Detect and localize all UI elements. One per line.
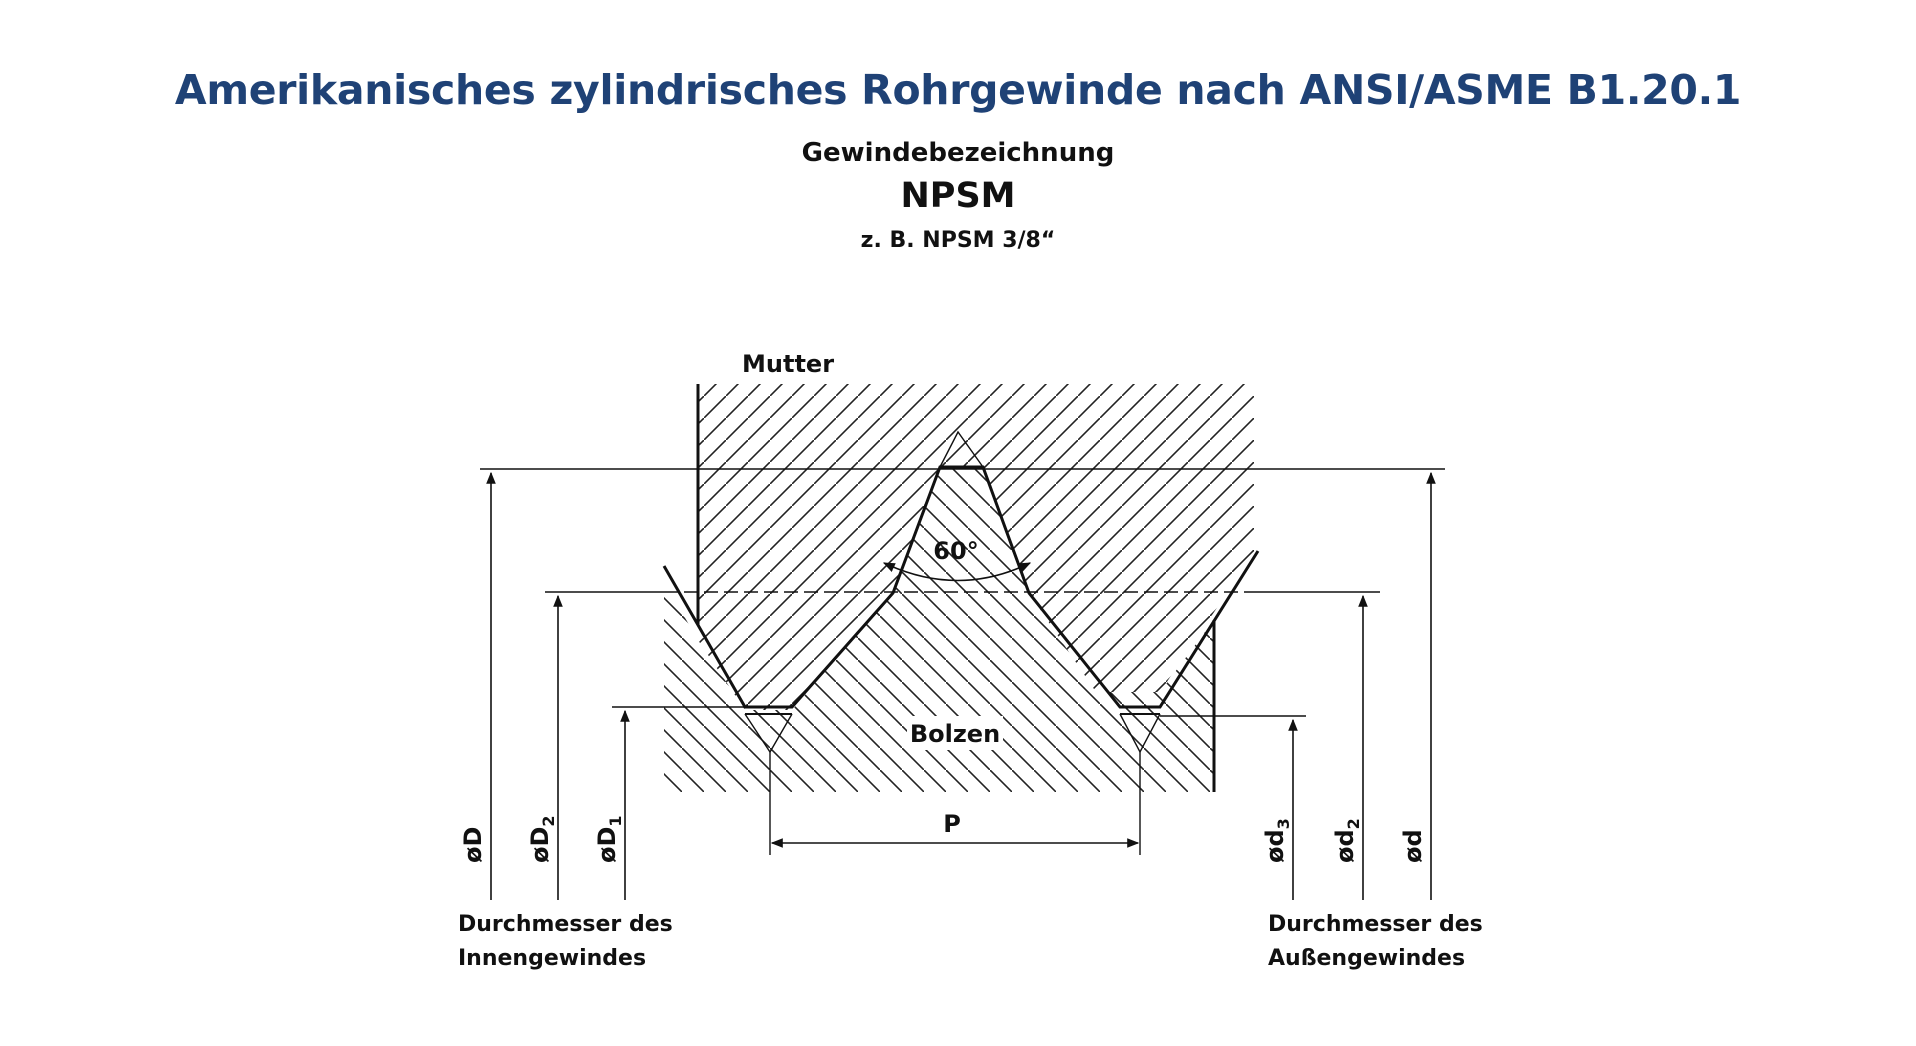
dim-label-D1: øD1 xyxy=(593,815,625,863)
designation-example: z. B. NPSM 3/8“ xyxy=(860,228,1056,253)
svg-text:øD1: øD1 xyxy=(593,815,625,863)
thread-profile-outline xyxy=(662,384,1260,855)
external-thread-note-line1: Durchmesser des xyxy=(1268,912,1483,937)
dimension-arrows xyxy=(486,471,1436,900)
internal-thread-note-line2: Innengewindes xyxy=(458,946,647,971)
designation-label: Gewindebezeichnung xyxy=(801,138,1115,168)
reference-lines xyxy=(480,468,1445,717)
svg-text:ød2: ød2 xyxy=(1331,818,1363,863)
nut-section xyxy=(698,384,1254,710)
designation-code: NPSM xyxy=(900,176,1016,216)
svg-text:ød3: ød3 xyxy=(1261,818,1293,863)
pitch-label: P xyxy=(943,810,961,838)
dim-label-D2: øD2 xyxy=(526,815,558,863)
dim-label-D: øD xyxy=(459,827,487,863)
bolt-label-background xyxy=(907,716,1003,750)
dim-label-d: ød xyxy=(1399,829,1427,863)
dim-label-d3: ød3 xyxy=(1261,818,1293,863)
internal-thread-note: Durchmesser des Innengewindes xyxy=(458,908,673,976)
external-thread-note-line2: Außengewindes xyxy=(1268,946,1466,971)
svg-text:øD2: øD2 xyxy=(526,815,558,863)
external-thread-note: Durchmesser des Außengewindes xyxy=(1268,908,1483,976)
svg-text:ød: ød xyxy=(1399,829,1427,863)
internal-thread-note-line1: Durchmesser des xyxy=(458,912,673,937)
bolt-section xyxy=(664,469,1214,792)
bolt-label: Bolzen xyxy=(910,720,1000,748)
nut-label: Mutter xyxy=(742,350,834,378)
page-title: Amerikanisches zylindrisches Rohrgewinde… xyxy=(174,66,1742,114)
angle-arc xyxy=(882,562,1032,582)
dim-label-d2: ød2 xyxy=(1331,818,1363,863)
angle-label: 60° xyxy=(933,537,978,565)
svg-text:øD: øD xyxy=(459,827,487,863)
